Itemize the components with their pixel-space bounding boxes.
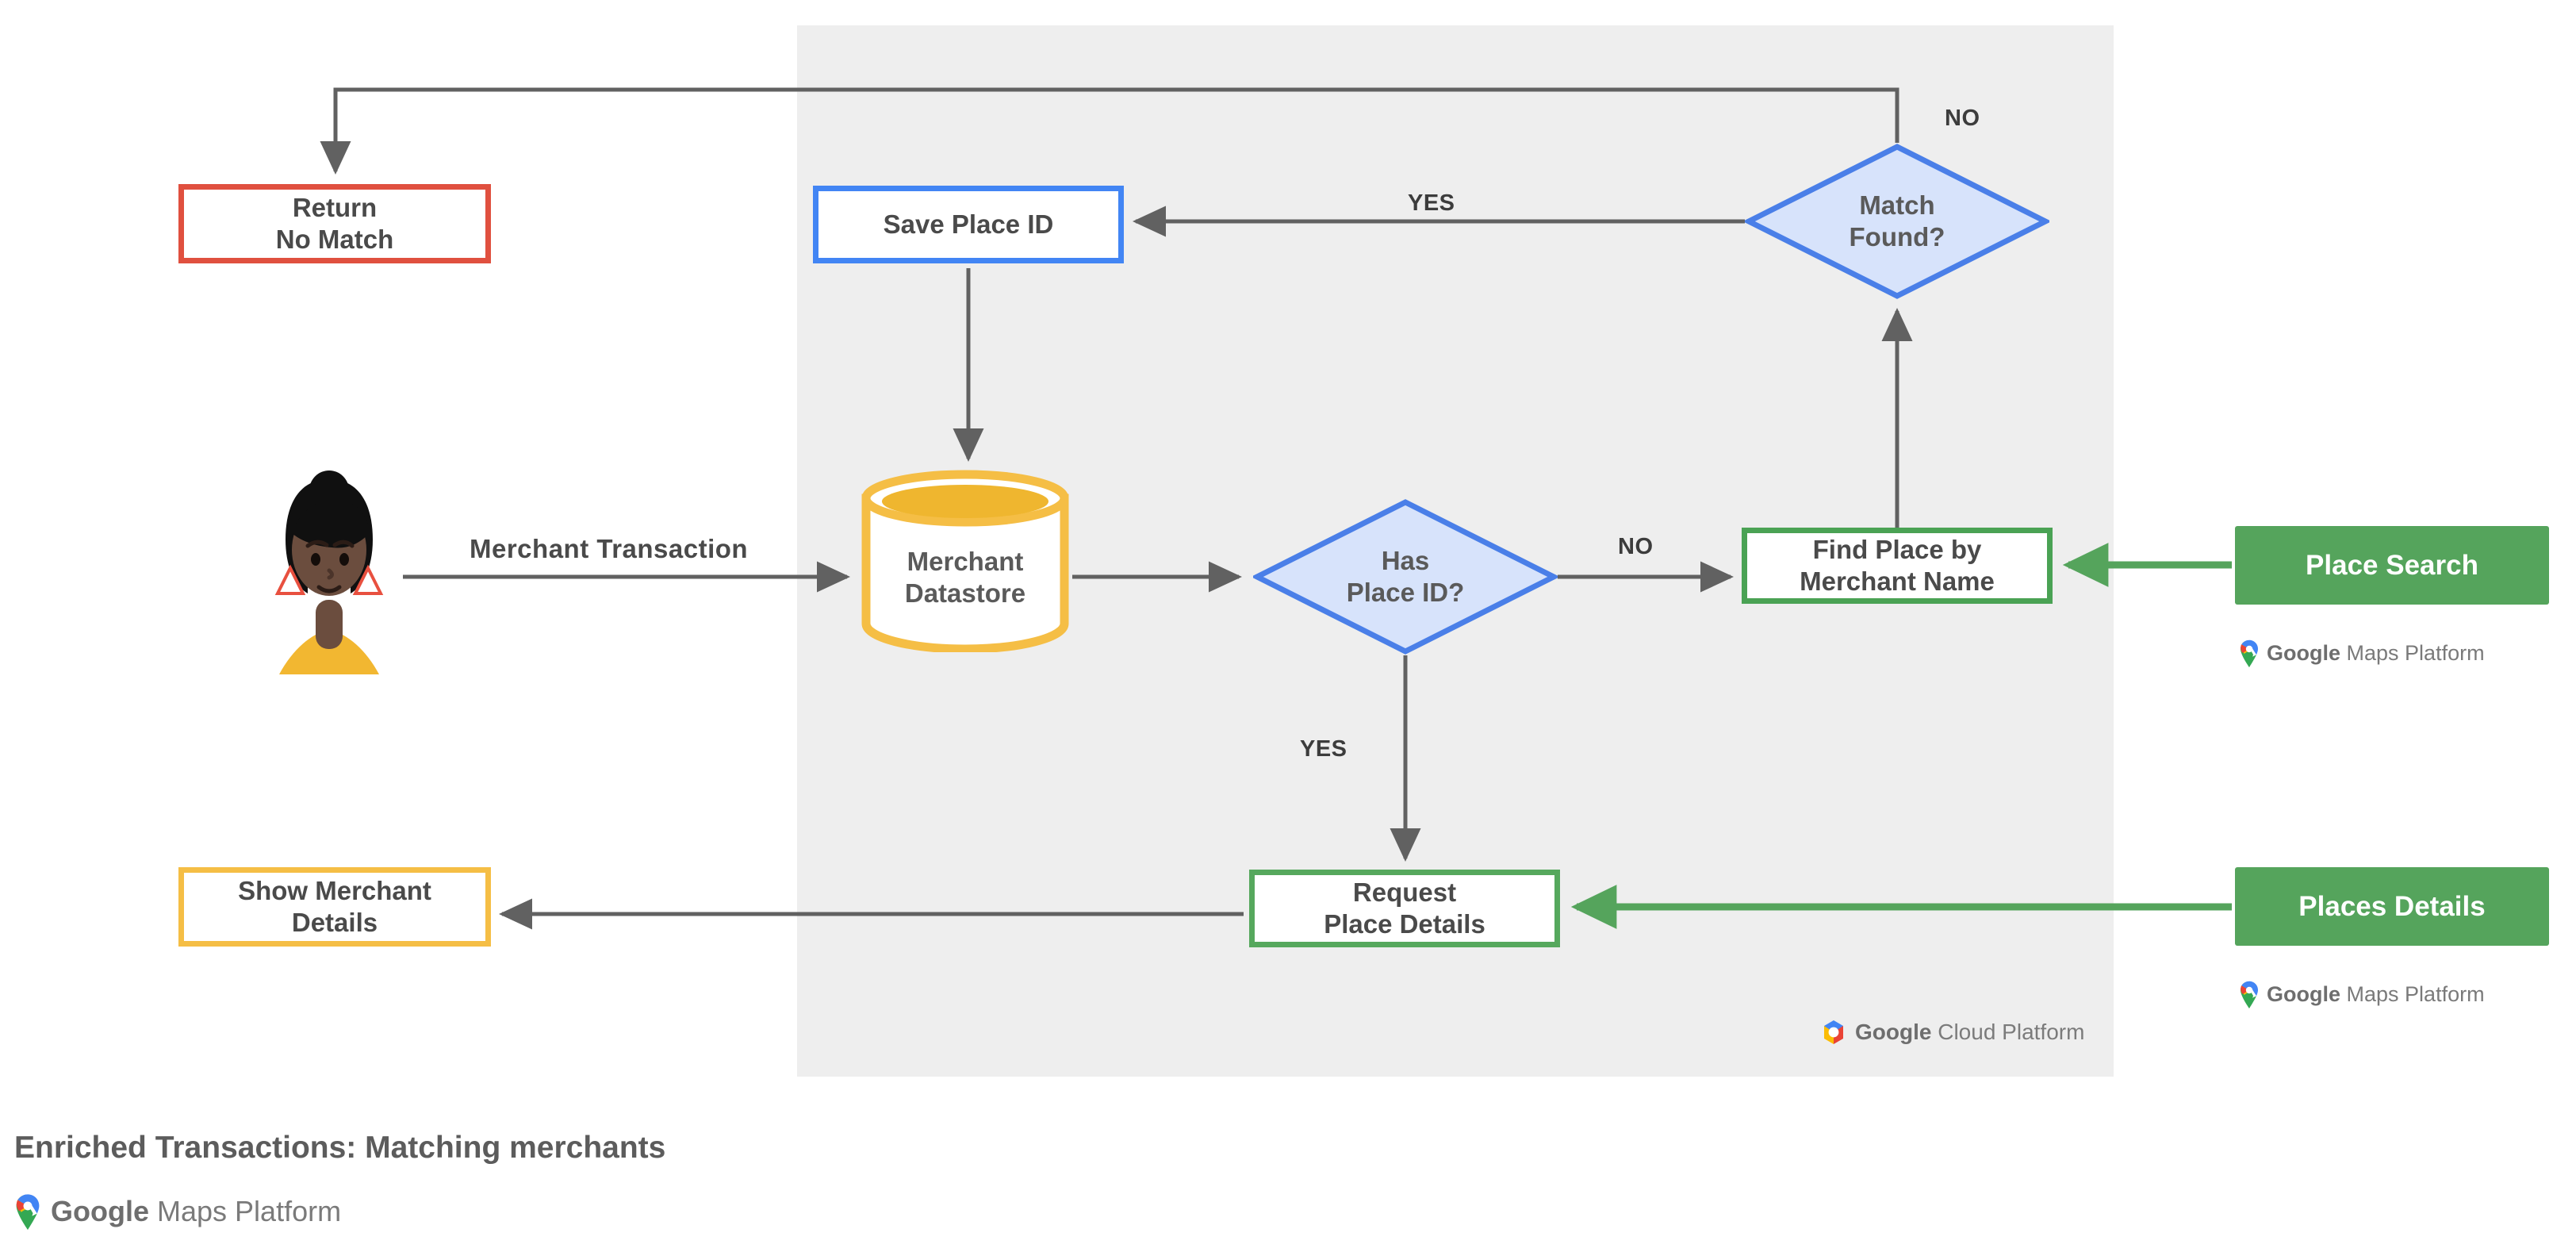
chip-places-details[interactable]: Places Details: [2235, 867, 2549, 946]
edge-label-no-has-place-id: NO: [1618, 534, 1654, 559]
diamond-shape: [1745, 144, 2049, 299]
chip-place-search-label: Place Search: [2306, 549, 2478, 581]
maps-pin-icon: [2240, 639, 2259, 667]
google-maps-platform-logo: Google Maps Platform: [2239, 639, 2485, 667]
diamond-shape: [1253, 499, 1558, 655]
edge-match-found-no-to-return: [320, 87, 1899, 175]
maps-platform-logo-text: Google Maps Platform: [2267, 981, 2485, 1006]
node-match-found-label: Match Found?: [1849, 190, 1945, 252]
person-icon: [274, 470, 384, 674]
node-return-no-match[interactable]: Return No Match: [178, 184, 491, 263]
node-show-merchant-details[interactable]: Show Merchant Details: [178, 867, 491, 947]
chip-place-search[interactable]: Place Search: [2235, 526, 2549, 605]
node-show-merchant-details-label: Show Merchant Details: [238, 875, 431, 937]
google-maps-platform-logo: Google Maps Platform: [2239, 980, 2485, 1008]
maps-platform-logo-text: Google Maps Platform: [51, 1194, 342, 1227]
node-save-place-id[interactable]: Save Place ID: [813, 186, 1124, 263]
page-title: Enriched Transactions: Matching merchant…: [14, 1131, 666, 1165]
chip-places-details-label: Places Details: [2298, 890, 2486, 922]
node-has-place-id-label: Has Place ID?: [1346, 545, 1465, 607]
edge-label-merchant-transaction: Merchant Transaction: [470, 534, 749, 563]
cloud-hexagon-icon: [1824, 1020, 1843, 1044]
maps-pin-icon: [2240, 981, 2259, 1008]
node-has-place-id[interactable]: Has Place ID?: [1253, 498, 1558, 655]
edge-label-yes-match-found: YES: [1408, 190, 1455, 216]
cylinder-shape: [861, 470, 1069, 654]
maps-pin-icon: [16, 1194, 40, 1230]
node-find-place-by-merchant-name[interactable]: Find Place by Merchant Name: [1742, 528, 2053, 604]
node-merchant-datastore-label: Merchant Datastore: [904, 547, 1026, 609]
merchant-user-avatar: [262, 467, 397, 681]
maps-platform-logo-text: Google Maps Platform: [2267, 640, 2485, 665]
node-save-place-id-label: Save Place ID: [883, 209, 1054, 239]
edge-label-no-match-found: NO: [1945, 106, 1980, 131]
google-cloud-platform-logo: Google Cloud Platform: [1820, 1020, 2084, 1045]
cloud-platform-logo-text: Google Cloud Platform: [1855, 1020, 2085, 1044]
node-request-place-details-label: Request Place Details: [1324, 877, 1485, 939]
node-request-place-details[interactable]: Request Place Details: [1249, 870, 1560, 947]
node-match-found[interactable]: Match Found?: [1745, 143, 2049, 300]
node-merchant-datastore[interactable]: Merchant Datastore: [861, 470, 1069, 654]
google-maps-platform-logo-footer: Google Maps Platform: [14, 1192, 341, 1230]
node-return-no-match-label: Return No Match: [275, 192, 394, 254]
edge-label-yes-has-place-id: YES: [1300, 736, 1347, 762]
node-find-place-by-merchant-name-label: Find Place by Merchant Name: [1800, 534, 1995, 596]
